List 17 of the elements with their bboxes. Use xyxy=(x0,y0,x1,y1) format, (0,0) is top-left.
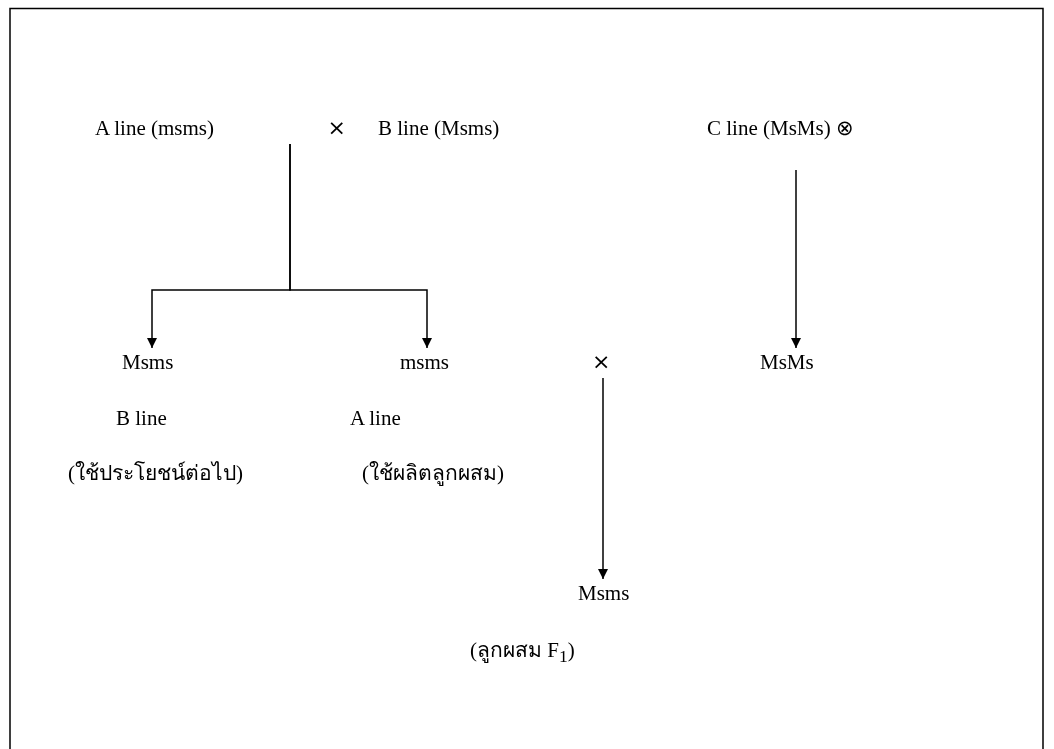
line-label: A line (msms) xyxy=(95,116,214,140)
genotype-label: msms xyxy=(400,350,449,374)
arrow xyxy=(598,377,608,580)
line-name: A line xyxy=(350,406,401,430)
usage-note: (ใช้ประโยชน์ต่อไป) xyxy=(68,461,243,485)
line-label: B line (Msms) xyxy=(378,116,500,140)
line-name: B line xyxy=(116,406,167,430)
usage-note: (ใช้ผลิตลูกผสม) xyxy=(362,461,504,485)
cross-symbol: × xyxy=(592,350,611,374)
arrow xyxy=(791,169,801,349)
genotype-label: Msms xyxy=(578,581,630,605)
genotype-label: Msms xyxy=(122,350,174,374)
line-label: C line (MsMs) ⊗ xyxy=(707,116,854,140)
genotype-label: MsMs xyxy=(760,350,814,374)
cross-symbol: × xyxy=(280,116,346,140)
arrow xyxy=(289,143,432,349)
usage-note: (ลูกผสม F$_{1}$) xyxy=(470,638,575,669)
